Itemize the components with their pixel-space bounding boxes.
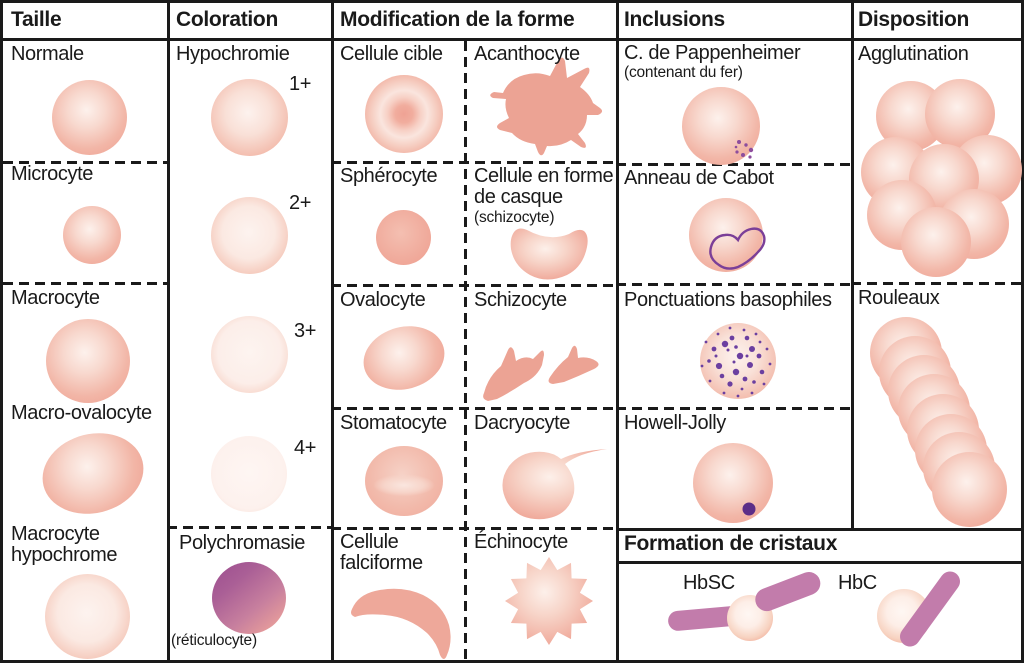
macro-ovalocyte-graphic — [33, 422, 153, 525]
sickle-cell-graphic — [351, 588, 451, 659]
microcyte-graphic — [63, 206, 121, 264]
label-cellule-falciforme: Cellule falciforme — [340, 531, 423, 574]
hbsc-crystal-rod — [668, 605, 752, 631]
label-agglutination: Agglutination — [858, 43, 969, 65]
label-schizocyte: Schizocyte — [474, 289, 567, 311]
divider-forme-subcolumns — [464, 41, 467, 660]
hbsc-crystal-rod — [755, 571, 821, 612]
hypochromie-2-graphic — [211, 197, 288, 274]
column-header-forme: Modification de la forme — [340, 8, 575, 31]
hypochromie-3-graphic — [211, 316, 288, 393]
column-header-inclusions: Inclusions — [624, 8, 725, 31]
hbc-cell-graphic — [877, 589, 931, 643]
label-hbc: HbC — [838, 572, 877, 594]
divider-coloration-forme — [331, 3, 334, 660]
column-header-coloration: Coloration — [176, 8, 278, 31]
label-echinocyte: Échinocyte — [474, 531, 568, 553]
polychromasie-reticulocyte-graphic — [212, 562, 286, 634]
label-macrocyte: Macrocyte — [11, 287, 100, 309]
divider — [331, 527, 616, 530]
label-pappenheimer: C. de Pappenheimer — [624, 42, 801, 64]
normal-cell-graphic — [52, 80, 127, 155]
divider — [331, 284, 616, 287]
schizocyte-fragment-graphic — [483, 347, 544, 401]
label-grade-3: 3+ — [294, 320, 317, 342]
label-rouleaux: Rouleaux — [858, 287, 940, 309]
cristaux-header-underline — [616, 561, 1021, 564]
section-header-cristaux: Formation de cristaux — [624, 532, 838, 555]
label-dacryocyte: Dacryocyte — [474, 412, 571, 434]
label-acanthocyte: Acanthocyte — [474, 43, 580, 65]
divider — [331, 161, 616, 164]
column-header-taille: Taille — [11, 8, 62, 31]
label-macrocyte-hypochrome: Macrocyte hypochrome — [11, 523, 118, 566]
schizocyte-fragment-graphic — [548, 345, 599, 384]
label-cellule-cible: Cellule cible — [340, 43, 443, 65]
divider-taille-coloration — [167, 3, 170, 660]
cristaux-top-line — [616, 528, 1021, 531]
divider-inclusions-disposition — [851, 3, 854, 530]
spherocyte-graphic — [376, 210, 431, 265]
label-grade-2: 2+ — [289, 192, 312, 214]
label-stomatocyte: Stomatocyte — [340, 412, 447, 434]
cabot-cell-graphic — [689, 198, 763, 272]
label-howell-jolly: Howell-Jolly — [624, 412, 726, 434]
macrocyte-hypochrome-graphic — [45, 574, 130, 659]
hbsc-cell-graphic — [727, 595, 773, 641]
divider — [851, 282, 1021, 285]
label-macro-ovalocyte: Macro-ovalocyte — [11, 402, 152, 424]
divider — [3, 161, 167, 164]
divider — [3, 282, 167, 285]
label-grade-1: 1+ — [289, 73, 312, 95]
divider-forme-inclusions — [616, 3, 619, 660]
label-reticulocyte-note: (réticulocyte) — [171, 632, 257, 649]
macrocyte-graphic — [46, 319, 130, 403]
pappenheimer-cell-graphic — [682, 87, 760, 165]
hbc-crystal-rod — [900, 571, 960, 647]
label-hypochromie: Hypochromie — [176, 43, 290, 65]
shapes-overlay — [351, 57, 960, 659]
ovalocyte-graphic — [356, 317, 452, 399]
label-hbsc: HbSC — [683, 572, 735, 594]
agglutination-cell — [901, 207, 971, 277]
divider — [616, 407, 851, 410]
label-ponctuations-basophiles: Ponctuations basophiles — [624, 289, 832, 311]
label-polychromasie: Polychromasie — [179, 532, 305, 554]
dacryocyte-graphic — [502, 449, 607, 520]
acanthocyte-graphic — [490, 57, 603, 156]
divider — [616, 283, 851, 286]
label-normale: Normale — [11, 43, 84, 65]
hypochromie-1-graphic — [211, 79, 288, 156]
howell-jolly-cell-graphic — [693, 443, 773, 523]
helmet-cell-graphic — [510, 228, 588, 280]
divider — [331, 407, 616, 410]
label-anneau-cabot: Anneau de Cabot — [624, 167, 774, 189]
target-cell-graphic — [365, 75, 443, 153]
header-underline — [3, 38, 1021, 41]
rouleaux-cell — [932, 452, 1007, 527]
hypochromie-4-graphic — [211, 436, 287, 512]
column-header-disposition: Disposition — [858, 8, 970, 31]
divider — [616, 163, 851, 166]
label-microcyte: Microcyte — [11, 163, 93, 185]
basophilic-stippling-cell-graphic — [700, 323, 776, 399]
label-ovalocyte: Ovalocyte — [340, 289, 426, 311]
label-pappenheimer-note: (contenant du fer) — [624, 64, 743, 81]
stomatocyte-graphic — [365, 446, 443, 516]
echinocyte-graphic — [505, 557, 593, 645]
divider — [167, 526, 331, 529]
label-spherocyte: Sphérocyte — [340, 165, 438, 187]
label-cellule-casque: Cellule en forme de casque — [474, 165, 614, 208]
label-grade-4: 4+ — [294, 437, 317, 459]
label-casque-note: (schizocyte) — [474, 209, 555, 226]
